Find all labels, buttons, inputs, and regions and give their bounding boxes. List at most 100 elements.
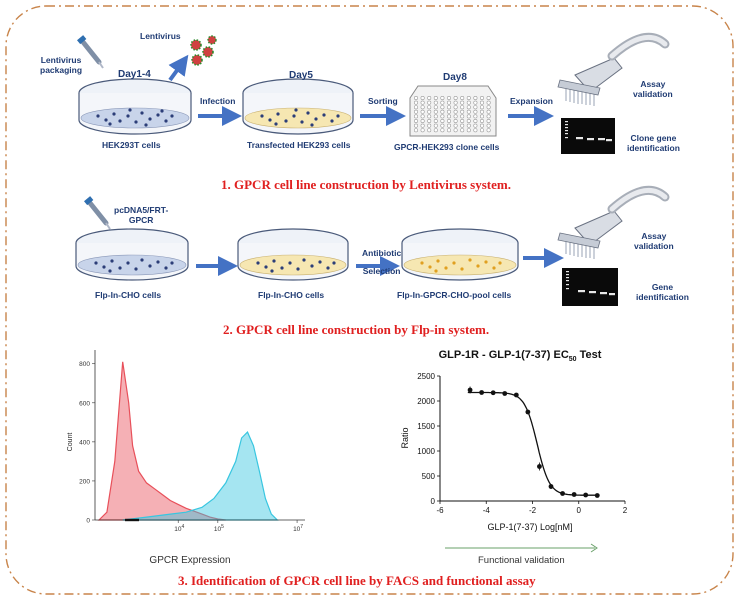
plate-well: [460, 128, 465, 133]
section3-caption: 3. Identification of GPCR cell line by F…: [178, 573, 536, 588]
day1-4-label: Day1-4: [118, 69, 151, 80]
dose-x-tick-label: 2: [623, 506, 628, 515]
plate-well: [453, 123, 458, 128]
antibiotic-selection-label: Antibiotic Selection: [362, 248, 402, 276]
facs-xlabel: GPCR Expression: [149, 555, 230, 566]
facs-x-tick-label: 105: [214, 524, 224, 533]
plate-well: [486, 123, 491, 128]
plate-well: [453, 100, 458, 105]
clone-cells-label: GPCR-HEK293 clone cells: [394, 142, 500, 152]
petri-dish-hek293t: [78, 78, 192, 135]
plate-well: [420, 123, 425, 128]
plate-well: [413, 119, 418, 124]
plate-well: [433, 119, 438, 124]
gel-image-2: [562, 268, 618, 306]
plate-well: [420, 128, 425, 133]
pool-cells-label: Flp-In-GPCR-CHO-pool cells: [397, 290, 512, 300]
plate-well: [473, 96, 478, 101]
pipette-icon: [77, 35, 104, 69]
plate-well: [413, 100, 418, 105]
dose-data-point: [583, 492, 589, 498]
plate-well: [479, 105, 484, 110]
well-plate-icon: [409, 85, 497, 137]
plate-well: [446, 119, 451, 124]
pipette-icon-2: [84, 196, 111, 230]
dose-y-tick-label: 1500: [417, 422, 435, 431]
plate-well: [420, 96, 425, 101]
plate-well: [466, 105, 471, 110]
plate-well: [473, 105, 478, 110]
facs-y-tick-label: 800: [79, 361, 90, 368]
plate-well: [479, 100, 484, 105]
plate-well: [473, 109, 478, 114]
plate-well: [446, 109, 451, 114]
plate-well: [413, 109, 418, 114]
facs-y-tick-label: 200: [79, 478, 90, 485]
flp-cho-label-1: Flp-In-CHO cells: [95, 290, 162, 300]
plate-well: [440, 119, 445, 124]
plate-well: [473, 128, 478, 133]
dose-data-point: [490, 390, 496, 396]
plate-well: [440, 96, 445, 101]
plate-well: [427, 119, 432, 124]
plate-well: [479, 119, 484, 124]
gel-image-1: [561, 118, 615, 154]
plate-well: [440, 114, 445, 119]
plate-well: [486, 109, 491, 114]
plate-well: [453, 114, 458, 119]
flp-cho-label-2: Flp-In-CHO cells: [258, 290, 325, 300]
plate-well: [466, 128, 471, 133]
assay-validation-label-2: Assay validation: [634, 231, 674, 251]
histogram-series-1: [97, 361, 226, 521]
plate-well: [413, 123, 418, 128]
petri-dish-pool: [401, 228, 519, 281]
dose-y-tick-label: 0: [431, 497, 436, 506]
plate-well: [420, 119, 425, 124]
plate-well: [433, 100, 438, 105]
plate-well: [486, 100, 491, 105]
plate-well: [446, 123, 451, 128]
plate-well: [486, 114, 491, 119]
dose-response-chart: GLP-1R - GLP-1(7-37) EC50 Test Ratio GLP…: [400, 349, 628, 532]
petri-dish-cho-1: [75, 228, 189, 281]
plate-well: [420, 100, 425, 105]
plate-well: [440, 128, 445, 133]
plate-well: [420, 109, 425, 114]
infection-label: Infection: [200, 96, 236, 106]
dose-x-tick-label: -2: [529, 506, 537, 515]
plate-well: [427, 105, 432, 110]
dose-data-point: [525, 409, 531, 415]
plate-well: [433, 123, 438, 128]
plate-well: [466, 119, 471, 124]
dose-data-point: [594, 493, 600, 498]
plate-well: [479, 128, 484, 133]
plate-well: [420, 114, 425, 119]
hek293t-cells-label: HEK293T cells: [102, 140, 161, 150]
plate-well: [460, 96, 465, 101]
plate-well: [460, 119, 465, 124]
plate-well: [466, 100, 471, 105]
plate-well: [446, 96, 451, 101]
dose-data-point: [548, 484, 554, 489]
facs-x-tick-label: 104: [174, 524, 184, 533]
plate-well: [453, 119, 458, 124]
plate-well: [453, 96, 458, 101]
facs-ylabel: Count: [67, 433, 74, 452]
plate-well: [427, 123, 432, 128]
plasmid-label: pcDNA5/FRT- GPCR: [114, 205, 169, 225]
facs-x-tick-label: 107: [293, 524, 303, 533]
plate-well: [460, 114, 465, 119]
gene-identification-label: Gene identification: [636, 282, 689, 302]
plate-well: [486, 96, 491, 101]
plate-well: [433, 105, 438, 110]
plate-well: [446, 128, 451, 133]
dose-data-point: [513, 392, 519, 398]
plate-well: [453, 105, 458, 110]
assay-validation-label-1: Assay validation: [633, 79, 673, 99]
plate-well: [460, 123, 465, 128]
transfected-cells-label: Transfected HEK293 cells: [247, 140, 351, 150]
plate-well: [440, 109, 445, 114]
dose-x-tick-label: -6: [436, 506, 444, 515]
plate-well: [473, 123, 478, 128]
